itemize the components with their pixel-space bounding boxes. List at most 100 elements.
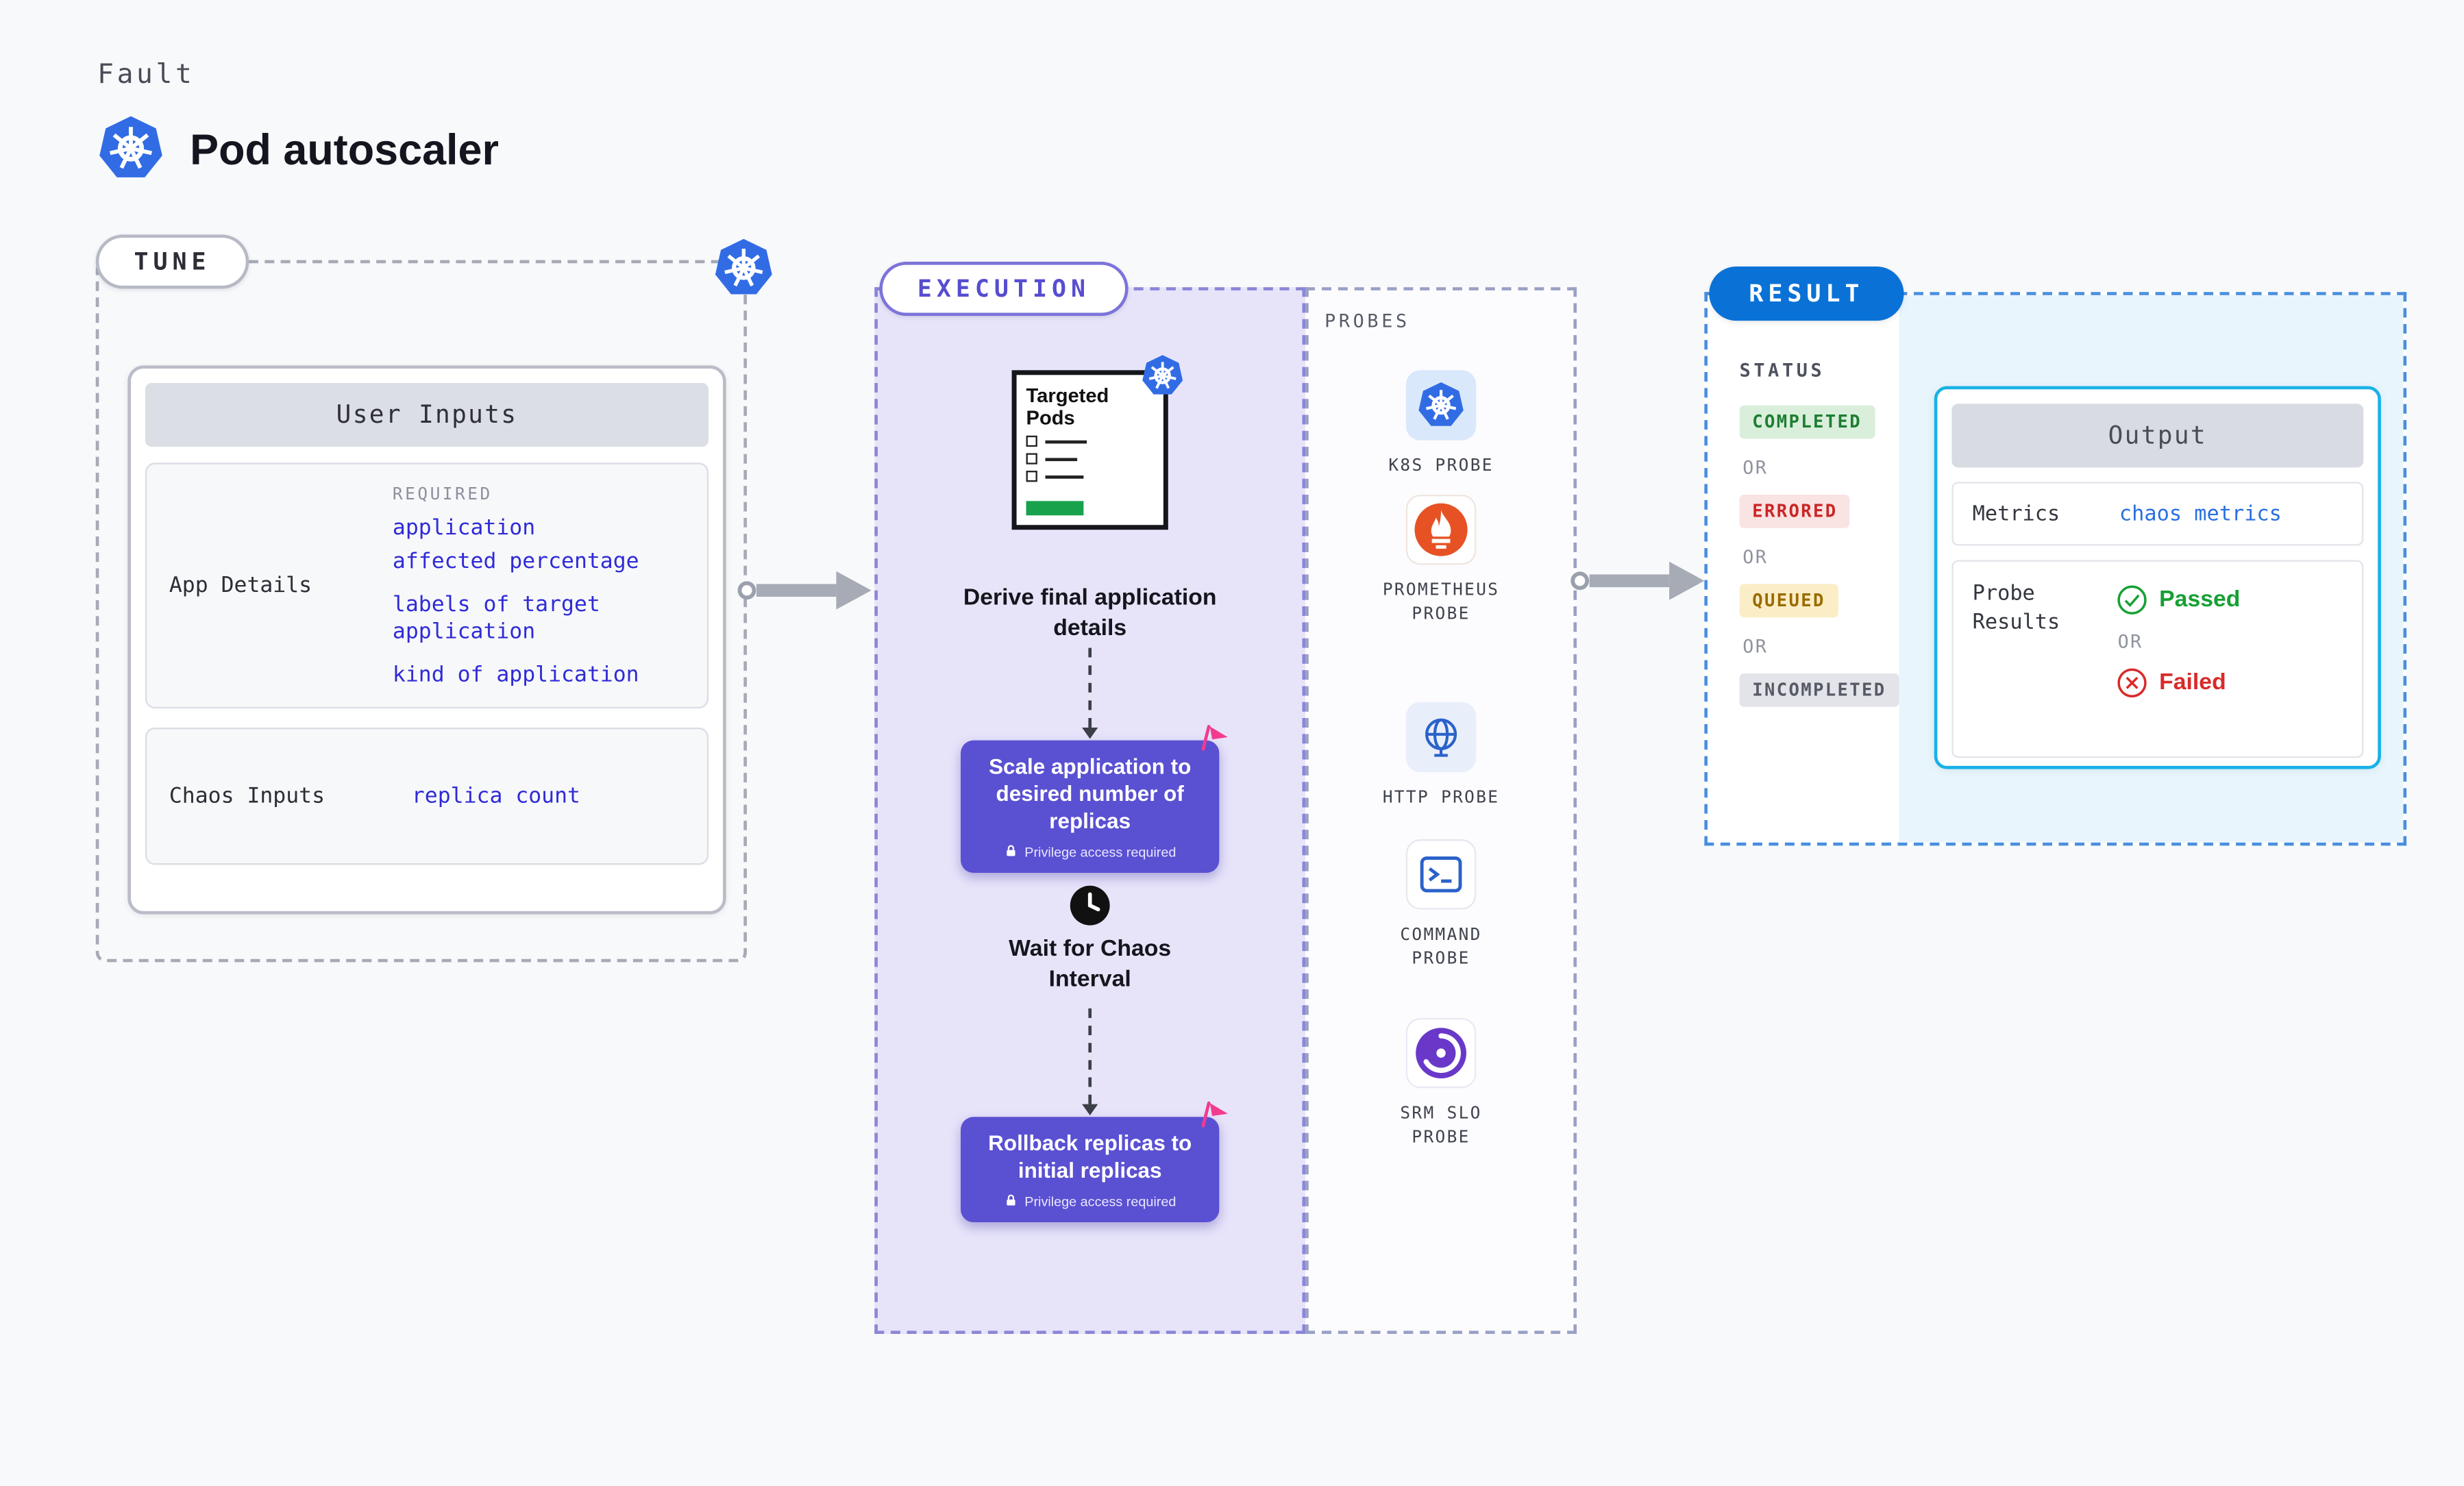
required-label: REQUIRED: [392, 485, 493, 504]
chaos-metrics-link[interactable]: chaos metrics: [2119, 501, 2282, 526]
or-label: OR: [1742, 634, 1769, 658]
probe-label: COMMAND PROBE: [1400, 925, 1482, 969]
chaos-inputs-row: Chaos Inputs replica count: [145, 728, 709, 865]
link-affected-percentage[interactable]: affected percentage: [392, 548, 639, 575]
user-inputs-card: User Inputs App Details REQUIRED applica…: [127, 365, 726, 915]
execution-section: EXECUTION Targeted Pods Derive final app…: [874, 261, 1306, 1335]
output-card: Output Metrics chaos metrics Probe Resul…: [1934, 386, 2381, 769]
privilege-note: Privilege access required: [976, 1193, 1203, 1209]
probe-item-command[interactable]: COMMAND PROBE: [1309, 839, 1574, 972]
passed-line: Passed: [2116, 584, 2343, 616]
lock-icon: [1004, 1194, 1018, 1209]
dashed-connector: [1082, 1008, 1098, 1115]
privilege-note-text: Privilege access required: [1024, 843, 1176, 860]
probe-item-srm-slo[interactable]: SRM SLO PROBE: [1309, 1017, 1574, 1151]
app-details-label: App Details: [169, 573, 312, 599]
dashed-connector: [1082, 647, 1098, 739]
probe-label: HTTP PROBE: [1382, 788, 1500, 808]
kubernetes-icon: [1141, 354, 1184, 397]
probe-label: SRM SLO PROBE: [1400, 1104, 1482, 1148]
link-kind-of-application[interactable]: kind of application: [392, 661, 639, 687]
targeted-pods-illustration: Targeted Pods: [1011, 355, 1183, 530]
status-badge-errored: ERRORED: [1739, 494, 1851, 528]
status-badge-queued: QUEUED: [1739, 584, 1838, 618]
result-pill: RESULT: [1709, 266, 1904, 321]
x-circle-icon: [2116, 667, 2148, 699]
connector-line: [1088, 647, 1092, 728]
progress-bar: [1026, 501, 1084, 516]
pod-list-row: [1026, 435, 1154, 447]
globe-icon: [1405, 702, 1477, 773]
targeted-pods-label: Targeted Pods: [1026, 384, 1109, 430]
kubernetes-icon: [97, 115, 164, 182]
checkbox-icon: [1026, 471, 1037, 482]
failed-label: Failed: [2159, 670, 2226, 696]
passed-label: Passed: [2159, 587, 2241, 613]
probe-results-label: Probe Results: [1972, 582, 2060, 634]
checkbox-icon: [1026, 435, 1037, 447]
execution-pill: EXECUTION: [879, 261, 1129, 317]
link-application[interactable]: application: [392, 515, 536, 541]
probe-item-prometheus[interactable]: PROMETHEUS PROBE: [1309, 494, 1574, 628]
user-inputs-header: User Inputs: [145, 382, 709, 447]
probe-label: K8S PROBE: [1388, 456, 1494, 476]
app-details-row: App Details REQUIRED application affecte…: [145, 462, 709, 709]
tune-section: TUNE User Inputs App Details REQUIRED ap…: [95, 234, 772, 963]
fault-kicker: Fault: [97, 59, 195, 91]
pink-flag-icon: [1196, 721, 1235, 759]
or-label: OR: [1742, 545, 1769, 569]
link-labels-of-target-application[interactable]: labels of target application: [392, 591, 600, 645]
prometheus-icon: [1405, 494, 1477, 565]
rollback-step-title: Rollback replicas to initial replicas: [988, 1131, 1192, 1182]
chaos-inputs-content: replica count: [370, 729, 706, 863]
pod-list-row: [1026, 453, 1154, 465]
chaos-inputs-label: Chaos Inputs: [169, 783, 325, 809]
connector-line: [1088, 1008, 1092, 1104]
probe-results-values: Passed OR Failed: [2116, 581, 2343, 737]
clock-icon: [1068, 884, 1111, 927]
flow-arrow-probes-to-result: [1570, 557, 1711, 605]
probe-results-row: Probe Results Passed OR Failed: [1951, 560, 2364, 758]
probe-label: PROMETHEUS PROBE: [1382, 580, 1500, 625]
status-badge-completed: COMPLETED: [1739, 405, 1875, 439]
link-replica-count[interactable]: replica count: [411, 782, 580, 808]
probes-heading: PROBES: [1325, 309, 1410, 332]
status-column: STATUS COMPLETED OR ERRORED OR QUEUED OR…: [1739, 359, 1899, 707]
scale-step-title: Scale application to desired number of r…: [989, 754, 1192, 833]
probe-item-k8s[interactable]: K8S PROBE: [1309, 370, 1574, 479]
line-decor: [1045, 457, 1078, 460]
privilege-note: Privilege access required: [976, 843, 1203, 859]
terminal-icon: [1405, 839, 1477, 910]
scale-step-card: Scale application to desired number of r…: [961, 725, 1228, 873]
status-badge-incompleted: INCOMPLETED: [1739, 673, 1899, 707]
check-circle-icon: [2116, 584, 2148, 616]
failed-line: Failed: [2116, 667, 2343, 699]
metrics-row: Metrics chaos metrics: [1951, 482, 2364, 546]
page-title: Pod autoscaler: [190, 125, 499, 174]
kubernetes-icon: [1405, 370, 1477, 441]
line-decor: [1045, 474, 1084, 478]
line-decor: [1045, 439, 1087, 443]
or-label: OR: [1742, 456, 1769, 479]
privilege-note-text: Privilege access required: [1024, 1193, 1176, 1209]
probes-section: PROBES K8S PROBE PROMETHEUS PROBE HTTP P…: [1305, 287, 1577, 1335]
kubernetes-icon: [713, 238, 774, 299]
pod-list-row: [1026, 471, 1154, 482]
arrow-down-icon: [1082, 728, 1098, 739]
probe-item-http[interactable]: HTTP PROBE: [1309, 702, 1574, 811]
flow-arrow-tune-to-execution: [737, 567, 878, 615]
metrics-label: Metrics: [1972, 501, 2060, 526]
or-label: OR: [2117, 630, 2143, 653]
app-details-content: REQUIRED application affected percentage…: [370, 465, 706, 707]
derive-step-label: Derive final application details: [963, 585, 1217, 641]
arrow-down-icon: [1082, 1104, 1098, 1115]
rollback-step-card: Rollback replicas to initial replicas Pr…: [961, 1101, 1228, 1222]
output-header: Output: [1951, 404, 2364, 468]
srm-slo-icon: [1405, 1017, 1477, 1089]
wait-step-label: Wait for Chaos Interval: [1009, 937, 1172, 993]
checkbox-icon: [1026, 453, 1037, 465]
pink-flag-icon: [1196, 1098, 1235, 1136]
result-section: RESULT STATUS COMPLETED OR ERRORED OR QU…: [1704, 266, 2407, 846]
tune-pill: TUNE: [95, 234, 249, 289]
